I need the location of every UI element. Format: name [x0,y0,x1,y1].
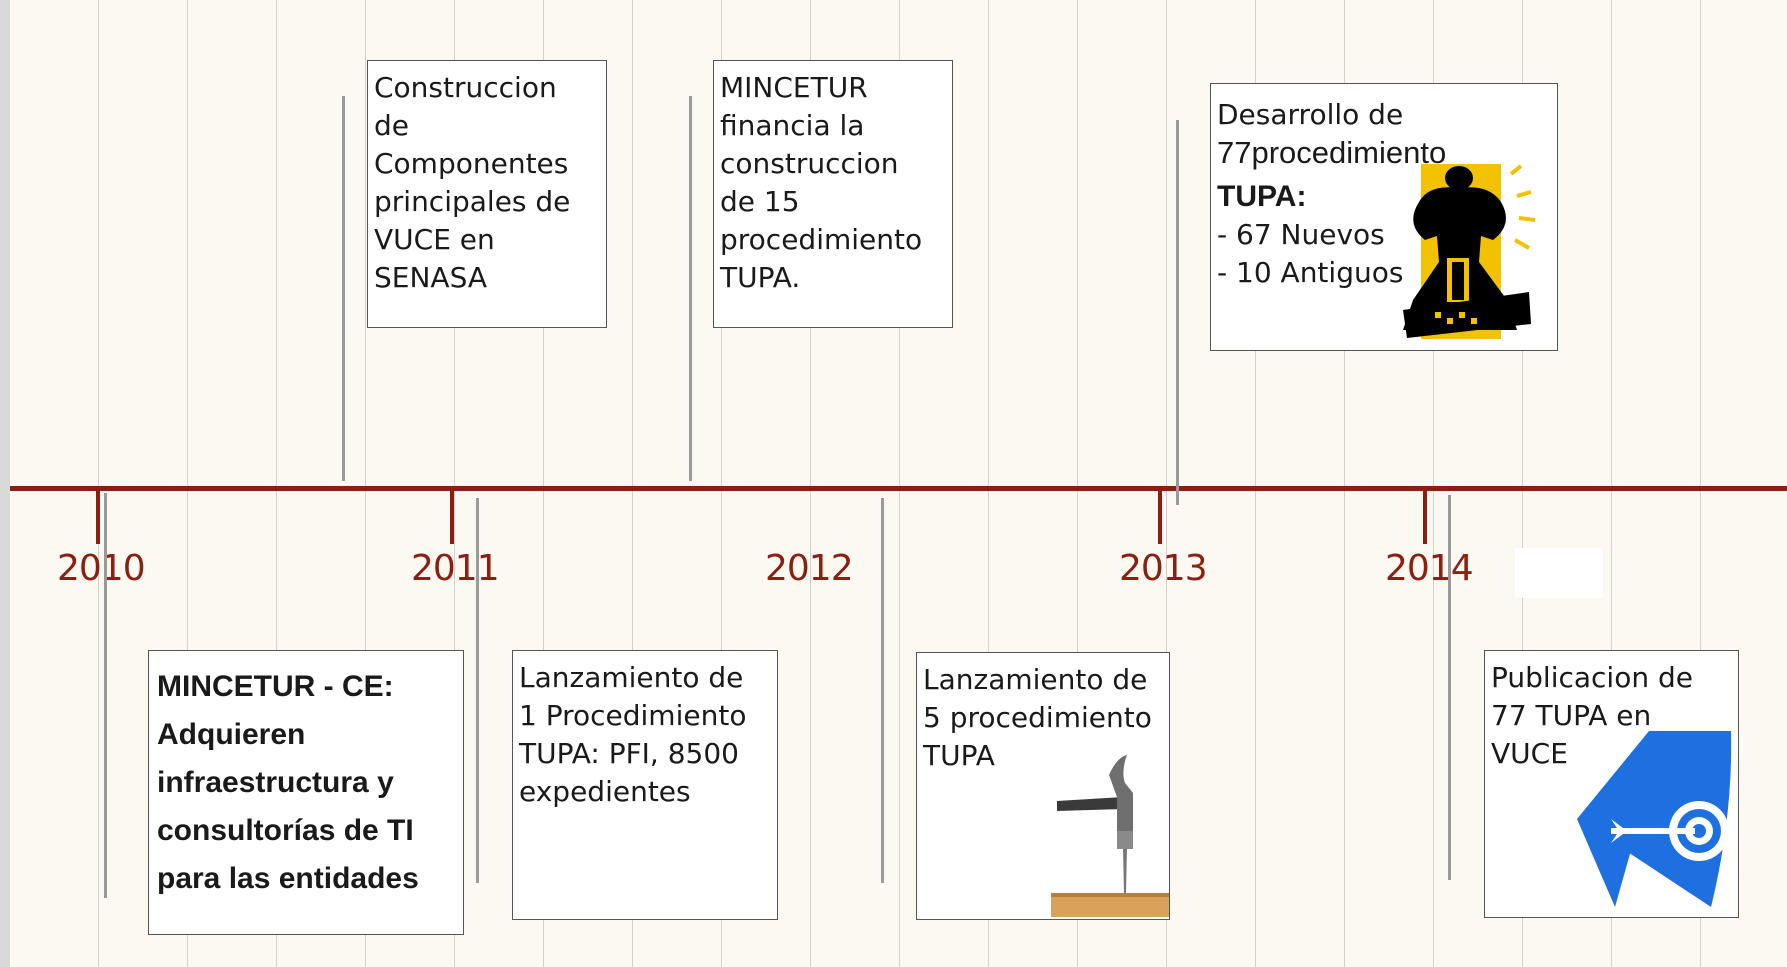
grid-line [1077,0,1078,967]
grid-line [899,0,900,967]
grid-line [810,0,811,967]
year-label-2013: 2013 [1119,548,1208,589]
event-card-senasa: Construccion de Componentes principales … [367,60,607,328]
event-text: 1 Procedimiento [519,699,747,732]
event-card-desarrollo-77: Desarrollo de 77procedimiento TUPA: - 67… [1210,83,1558,351]
event-card-publicacion-77: Publicacion de 77 TUPA en VUCE [1484,650,1739,918]
connector-line [104,493,107,898]
event-text: - 10 Antiguos [1217,256,1404,289]
grid-line [276,0,277,967]
year-label-2012: 2012 [765,548,854,589]
grid-line [543,0,544,967]
grid-line [721,0,722,967]
grid-line [988,0,989,967]
event-text: Adquieren [157,718,306,751]
event-text: Lanzamiento de [519,661,744,694]
event-text: 5 procedimiento [923,701,1152,734]
event-text: 77 TUPA en [1491,699,1652,732]
event-text: para las entidades [157,862,419,895]
connector-line [881,498,884,883]
event-card-mincetur-ce: MINCETUR - CE: Adquieren infraestructura… [148,650,464,935]
event-text: - 67 Nuevos [1217,218,1385,251]
event-text: Componentes [374,147,569,180]
year-label-2010: 2010 [57,548,146,589]
event-text: TUPA: PFI, 8500 [519,737,739,770]
hammer-nail-icon [1051,755,1169,917]
event-text: MINCETUR [720,71,868,104]
connector-line [1448,495,1451,880]
year-label-2014: 2014 [1385,548,1474,589]
event-text: financia la [720,109,865,142]
event-text: construccion [720,147,899,180]
event-text: TUPA: [1217,180,1307,213]
year-label-2011: 2011 [411,548,500,589]
event-text: TUPA. [720,261,801,294]
event-text: SENASA [374,261,488,294]
grid-line [1166,0,1167,967]
year-tick [96,486,100,544]
event-text: de 15 [720,185,800,218]
connector-line [1176,120,1179,505]
grid-line [1344,0,1345,967]
grid-line [1433,0,1434,967]
connector-line [342,96,345,481]
event-text: 77procedimiento [1217,135,1447,170]
event-text: infraestructura y [157,766,394,799]
event-text: expedientes [519,775,691,808]
target-arrow-icon [1577,731,1732,907]
timeline-axis [10,486,1787,491]
grid-line [1522,0,1523,967]
timeline-canvas: 2010 2011 2012 2013 2014 Construccion de… [10,0,1787,967]
jackhammer-worker-icon [1403,164,1536,339]
event-text: TUPA [923,739,995,772]
grid-line [1255,0,1256,967]
grid-line [98,0,99,967]
event-text: VUCE [1491,737,1568,770]
connector-line [476,498,479,883]
year-tick [450,486,454,544]
grid-line [365,0,366,967]
event-text: Lanzamiento de [923,663,1148,696]
connector-line [689,96,692,481]
event-text: procedimiento [720,223,923,256]
event-text: Construccion [374,71,557,104]
event-text: de [374,109,409,142]
year-tick [1158,486,1162,544]
event-text: Desarrollo de [1217,98,1404,131]
year-tick [1423,486,1427,544]
event-card-lanzamiento-5: Lanzamiento de 5 procedimiento TUPA [916,652,1170,920]
blank-patch [1515,548,1603,598]
grid-line [632,0,633,967]
grid-line [187,0,188,967]
event-card-lanzamiento-1: Lanzamiento de 1 Procedimiento TUPA: PFI… [512,650,778,920]
grid-line [1700,0,1701,967]
grid-line [454,0,455,967]
grid-line [1611,0,1612,967]
event-text: VUCE en [374,223,495,256]
event-text: consultorías de TI [157,814,414,847]
event-card-mincetur-financia: MINCETUR financia la construccion de 15 … [713,60,953,328]
event-text: Publicacion de [1491,661,1693,694]
event-text: principales de [374,185,571,218]
event-text: MINCETUR - CE: [157,670,394,703]
